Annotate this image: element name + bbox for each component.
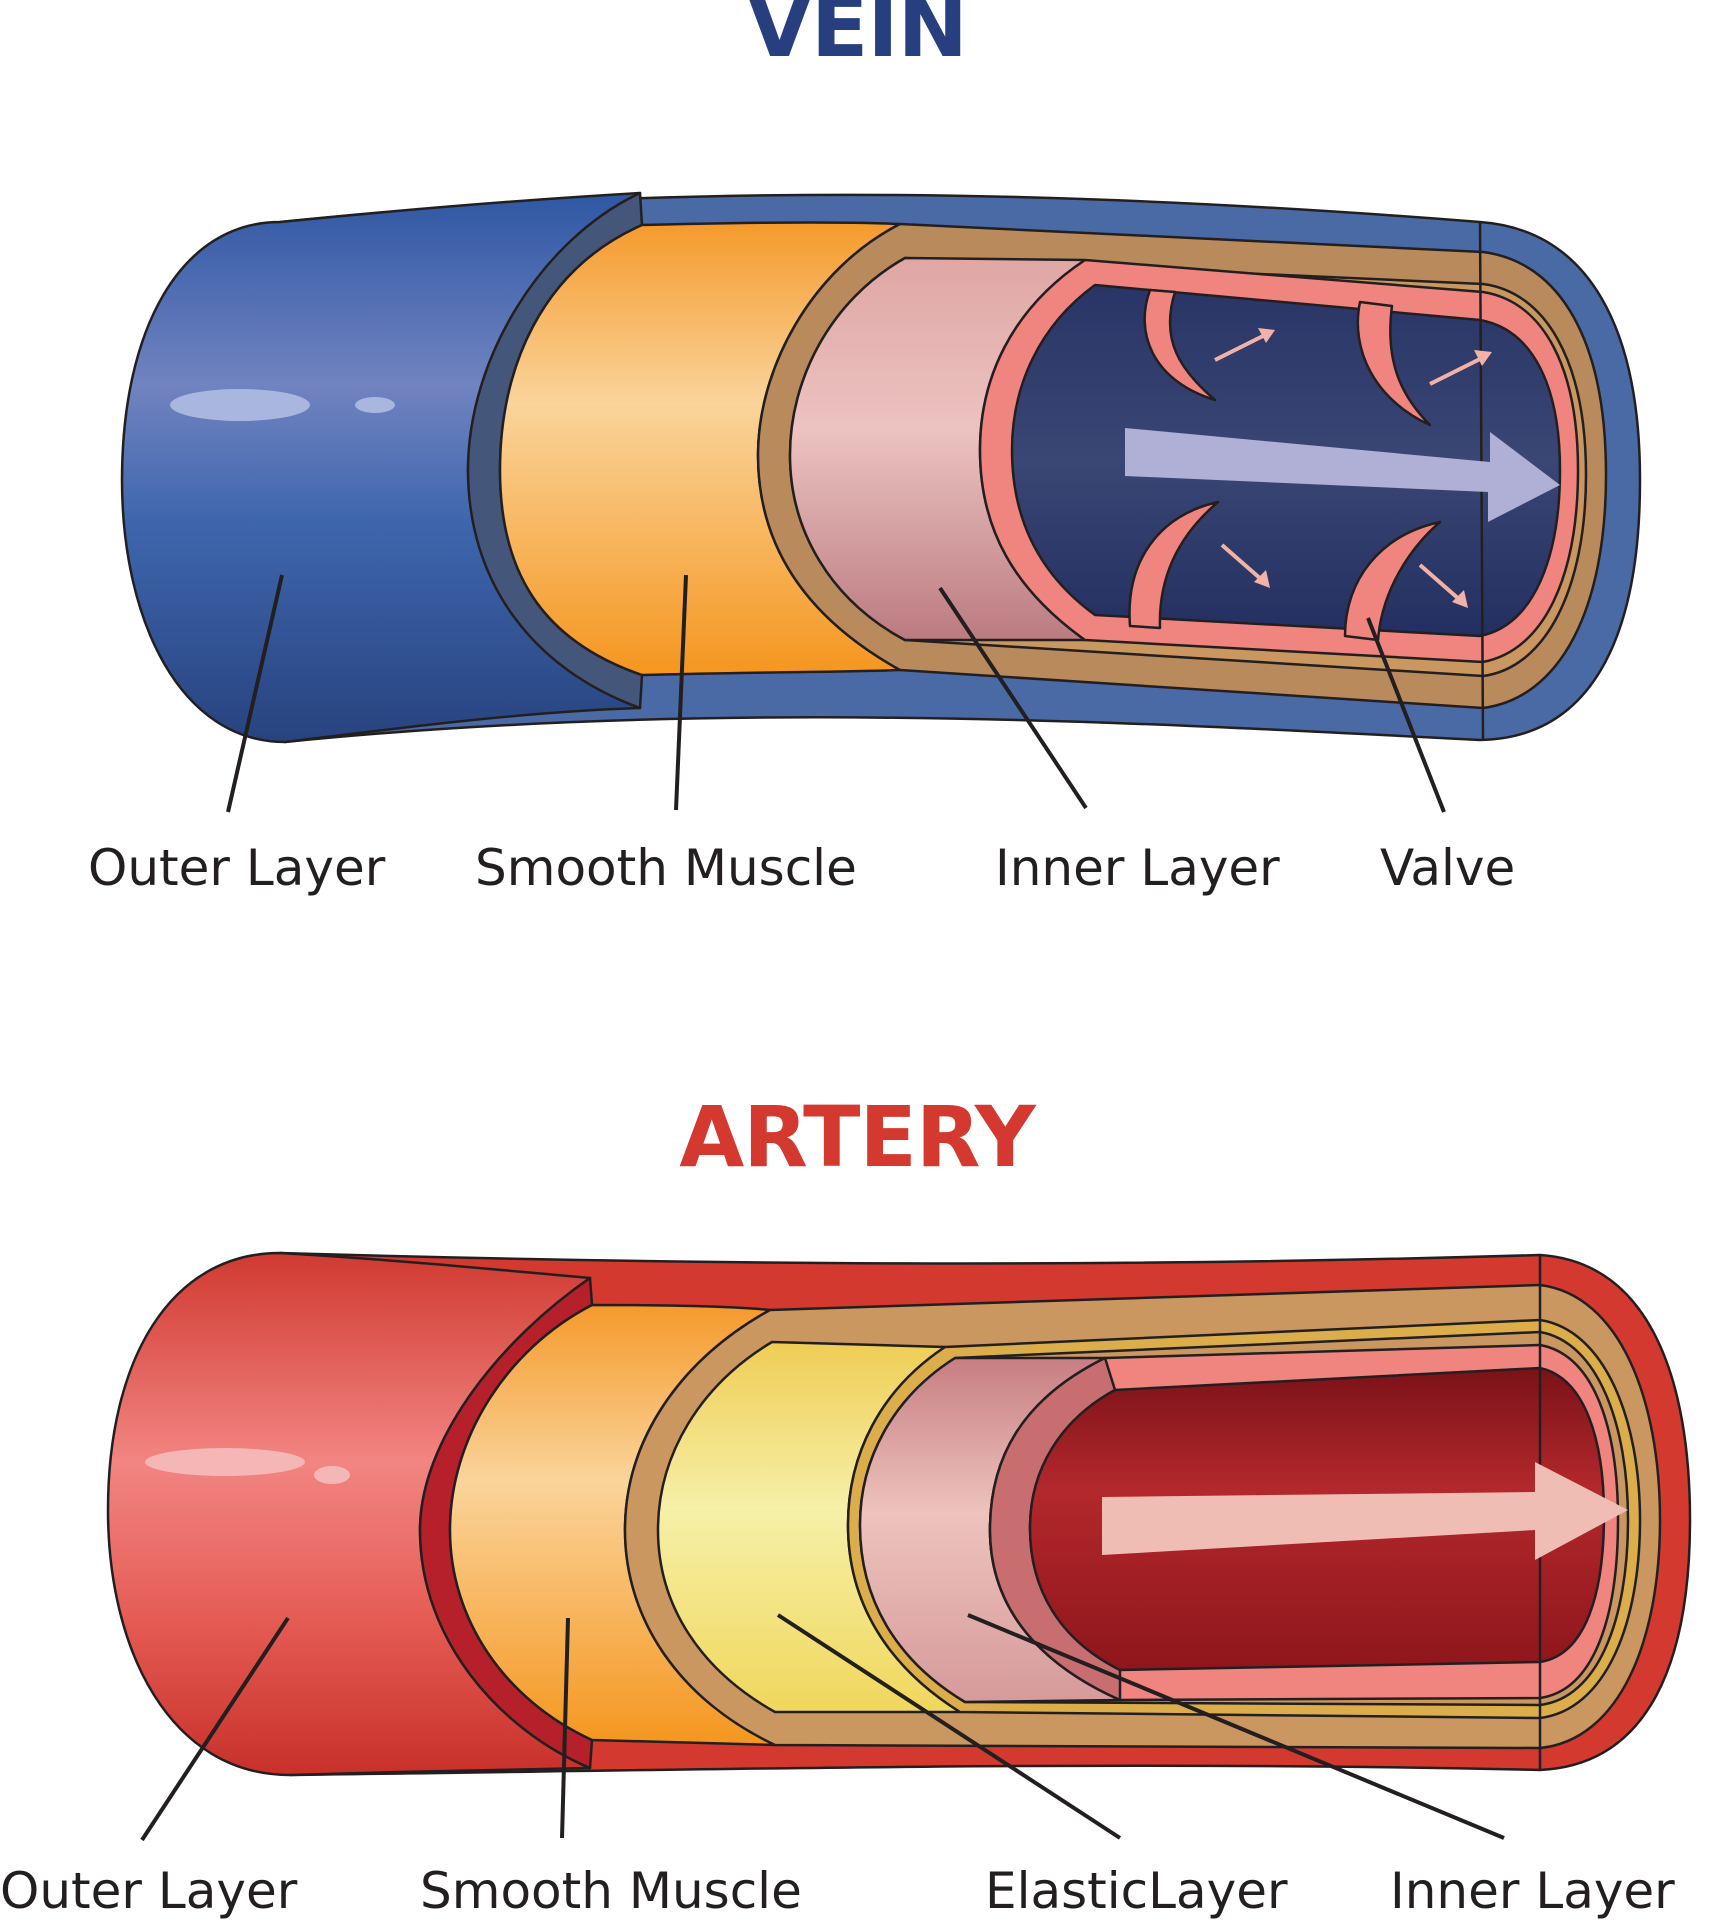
artery-title: ARTERY xyxy=(679,1088,1036,1186)
vein-label-outer-layer: Outer Layer xyxy=(88,839,386,897)
artery-leader-lines xyxy=(140,1613,1505,1842)
artery-label-outer-layer: Outer Layer xyxy=(0,1862,298,1920)
vein-highlight-dot xyxy=(355,397,395,413)
artery-highlight-dot xyxy=(314,1466,350,1484)
artery-vessel xyxy=(106,1251,1692,1777)
vein-valve-bottom-2 xyxy=(1343,520,1442,642)
vein-leader-lines xyxy=(226,574,1446,813)
vein-label-valve: Valve xyxy=(1380,839,1516,897)
vein-highlight xyxy=(170,389,310,421)
artery-label-elastic-layer: ElasticLayer xyxy=(985,1862,1288,1920)
artery-label-inner-layer: Inner Layer xyxy=(1390,1862,1675,1920)
artery-label-smooth-muscle: Smooth Muscle xyxy=(420,1862,802,1920)
vein-valve-top-1 xyxy=(1143,288,1217,402)
artery-flow-arrow xyxy=(1102,1462,1628,1560)
vein-small-arrows xyxy=(1214,328,1492,608)
vein-valve-top-2 xyxy=(1356,300,1432,427)
vein-label-inner-layer: Inner Layer xyxy=(995,839,1280,897)
vein-label-smooth-muscle: Smooth Muscle xyxy=(475,839,857,897)
vein-title: VEIN xyxy=(747,0,968,76)
vein-flow-arrow xyxy=(1125,428,1560,522)
artery-highlight xyxy=(145,1448,305,1476)
vein-vessel xyxy=(120,191,1642,744)
vein-valve-bottom-1 xyxy=(1128,500,1220,630)
